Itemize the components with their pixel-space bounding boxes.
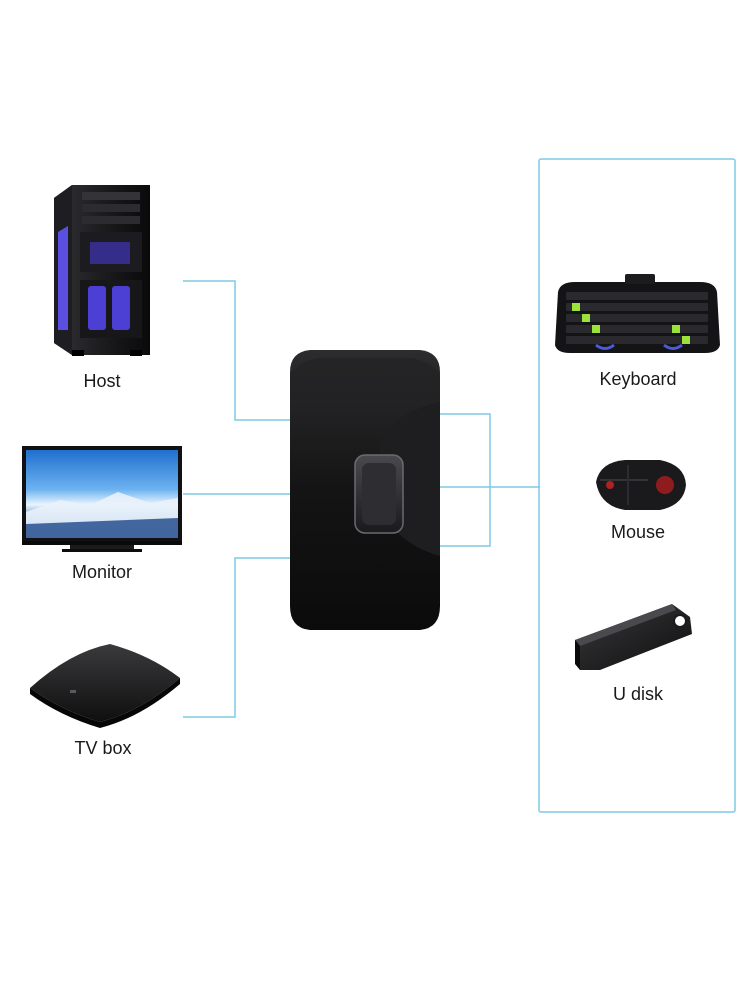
u-disk-label: U disk — [612, 684, 663, 704]
mouse-icon — [596, 460, 686, 510]
keyboard-label: Keyboard — [599, 369, 677, 389]
connector-host — [183, 280, 290, 421]
mouse-label: Mouse — [610, 522, 666, 542]
peripherals-frame — [538, 158, 736, 813]
connector-tvbox — [183, 557, 290, 718]
monitor-label: Monitor — [71, 562, 133, 582]
monitor-icon — [22, 446, 182, 552]
keyboard-icon — [555, 274, 720, 353]
connector-lines — [183, 158, 736, 813]
tv-box-icon — [30, 644, 180, 728]
usb-drive-icon — [575, 604, 692, 670]
host-label: Host — [83, 371, 121, 391]
tv-box-label: TV box — [74, 738, 132, 758]
pc-tower-icon — [54, 185, 150, 356]
kvm-switch-icon — [290, 350, 440, 630]
connector-right-bracket — [440, 413, 491, 547]
